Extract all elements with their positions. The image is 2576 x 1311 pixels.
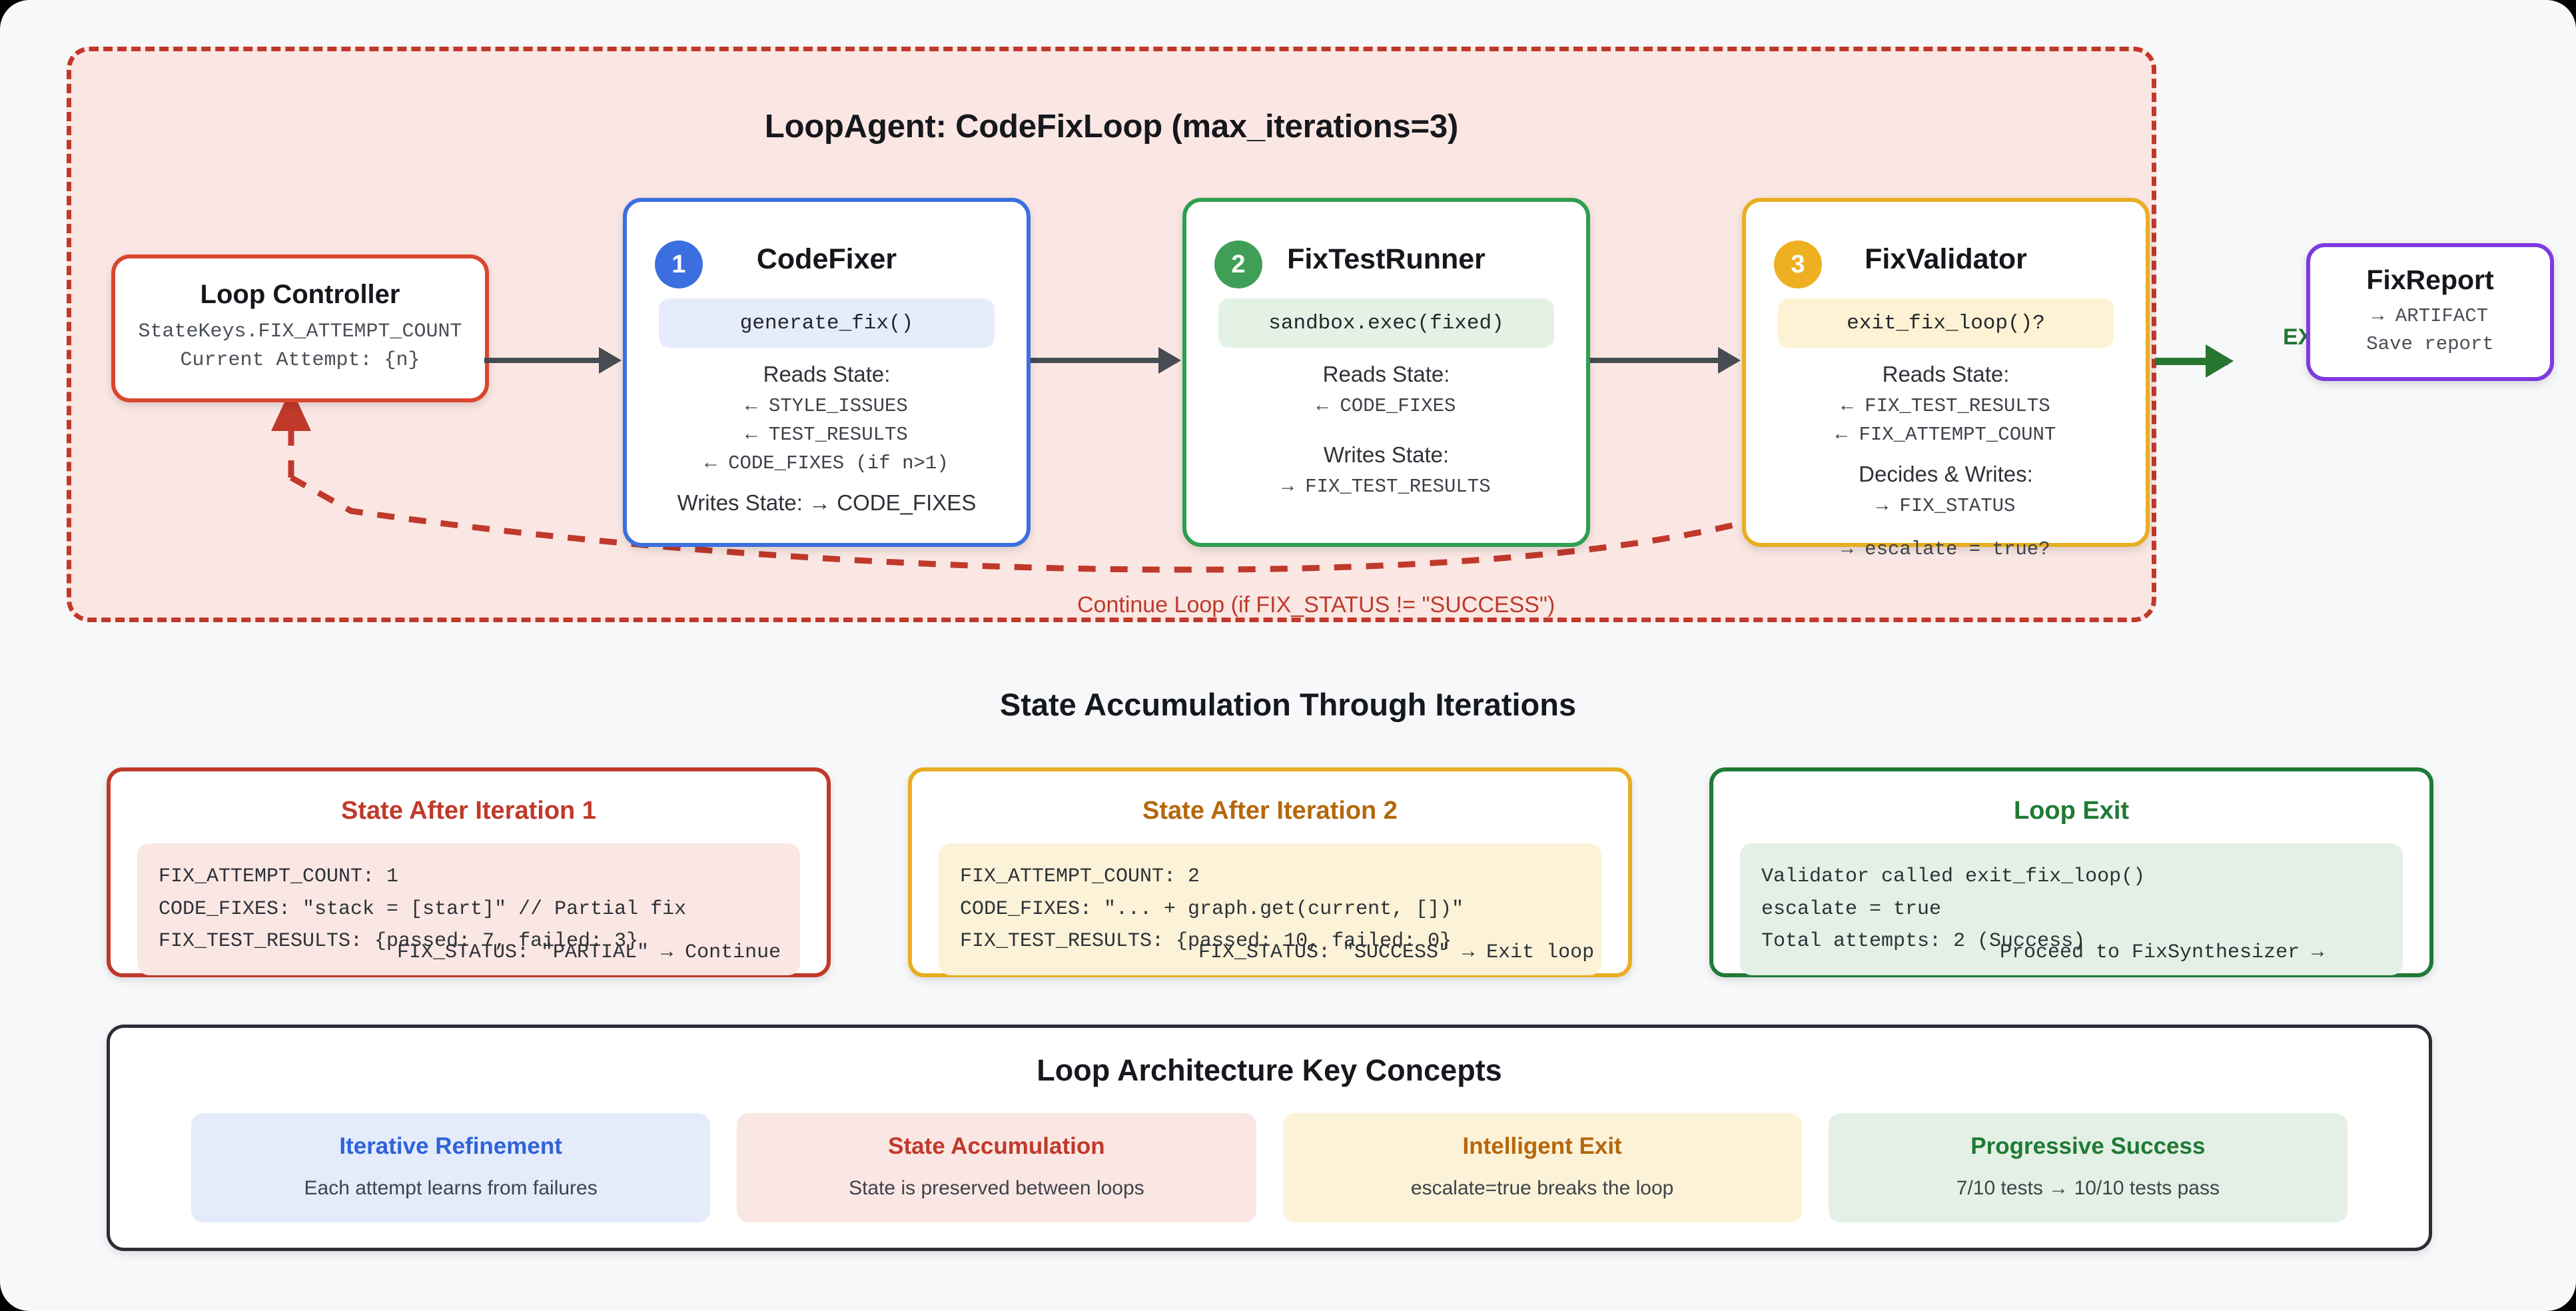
state-card-loop-exit[interactable]: Loop Exit Validator called exit_fix_loop…: [1709, 767, 2433, 977]
agent-card-fixvalidator[interactable]: 3 FixValidator exit_fix_loop()? Reads St…: [1742, 198, 2150, 560]
agent-name: FixTestRunner: [1287, 243, 1486, 275]
state-card-title: Loop Exit: [2013, 797, 2130, 825]
state-card-iteration-2[interactable]: State After Iteration 2 FIX_ATTEMPT_COUN…: [908, 767, 1632, 977]
key-concept-desc: State is preserved between loops: [849, 1177, 1144, 1199]
key-concepts-heading: Loop Architecture Key Concepts: [1037, 1053, 1502, 1087]
key-concept-title: Iterative Refinement: [339, 1133, 562, 1159]
state-card-iteration-1[interactable]: State After Iteration 1 FIX_ATTEMPT_COUN…: [107, 767, 831, 977]
agent-call-chip: generate_fix(): [659, 298, 995, 348]
agent-step-badge: 1: [655, 240, 703, 288]
reads-state-label: Reads State:: [1882, 362, 2010, 386]
reads-state-item: ← TEST_RESULTS: [745, 423, 908, 446]
state-card-body: FIX_ATTEMPT_COUNT: 2 CODE_FIXES: "... + …: [939, 843, 1601, 975]
state-card-footer: Proceed to FixSynthesizer →: [2000, 941, 2324, 964]
state-line: CODE_FIXES: "stack = [start]" // Partial…: [159, 897, 687, 921]
state-card-title: State After Iteration 1: [341, 797, 596, 825]
key-concept-title: Intelligent Exit: [1462, 1133, 1622, 1159]
writes-state-label: Writes State:: [1323, 442, 1450, 467]
reads-state-label: Reads State:: [763, 362, 891, 386]
state-line: Total attempts: 2 (Success): [1761, 930, 2086, 953]
writes-state-item: → FIX_STATUS: [1876, 494, 2016, 517]
continue-loop-label: Continue Loop (if FIX_STATUS != "SUCCESS…: [1077, 592, 1555, 618]
reads-state-item: ← FIX_ATTEMPT_COUNT: [1835, 423, 2056, 446]
key-concept-intelligent-exit[interactable]: Intelligent Exit escalate=true breaks th…: [1282, 1113, 1802, 1222]
writes-state-label: Writes State: → CODE_FIXES: [677, 490, 977, 515]
state-card-title: State After Iteration 2: [1142, 797, 1398, 825]
loop-controller-card[interactable]: Loop Controller StateKeys.FIX_ATTEMPT_CO…: [111, 254, 489, 402]
agent-call-chip: exit_fix_loop()?: [1778, 298, 2114, 348]
key-concept-desc: Each attempt learns from failures: [304, 1177, 598, 1199]
state-card-footer: FIX_STATUS: "PARTIAL" → Continue: [397, 941, 781, 964]
state-line: Validator called exit_fix_loop(): [1761, 865, 2146, 888]
key-concept-title: State Accumulation: [888, 1133, 1105, 1159]
fixreport-save: Save report: [2366, 333, 2494, 356]
loop-title: LoopAgent: CodeFixLoop (max_iterations=3…: [764, 109, 1459, 145]
arrow-controller-to-codefixer: [484, 347, 622, 374]
key-concepts-panel: Loop Architecture Key Concepts Iterative…: [107, 1025, 2432, 1251]
fixreport-title: FixReport: [2366, 264, 2494, 295]
agent-card-fixtestrunner[interactable]: 2 FixTestRunner sandbox.exec(fixed) Read…: [1182, 198, 1590, 547]
state-accumulation-heading: State Accumulation Through Iterations: [999, 687, 1577, 722]
state-line: FIX_ATTEMPT_COUNT: 1: [159, 865, 399, 888]
reads-state-item: ← FIX_TEST_RESULTS: [1841, 395, 2050, 417]
escalate-overflow-text: → escalate = true?: [1841, 538, 2050, 560]
writes-state-label: Decides & Writes:: [1859, 461, 2033, 486]
key-concept-desc: 7/10 tests → 10/10 tests pass: [1956, 1177, 2220, 1199]
arrow-codefixer-to-testrunner: [1025, 347, 1181, 374]
key-concept-state-accumulation[interactable]: State Accumulation State is preserved be…: [737, 1113, 1256, 1222]
reads-state-item: ← CODE_FIXES (if n>1): [705, 452, 949, 474]
fixreport-artifact: → ARTIFACT: [2371, 305, 2489, 327]
key-concept-iterative-refinement[interactable]: Iterative Refinement Each attempt learns…: [191, 1113, 711, 1222]
key-concepts-grid: Iterative Refinement Each attempt learns…: [191, 1113, 2348, 1222]
state-card-body: FIX_ATTEMPT_COUNT: 1 CODE_FIXES: "stack …: [137, 843, 800, 975]
agent-step-badge: 3: [1774, 240, 1822, 288]
loop-controller-title: Loop Controller: [200, 280, 400, 309]
spacer: [1200, 421, 1573, 441]
agent-step-badge: 2: [1214, 240, 1262, 288]
state-line: CODE_FIXES: "... + graph.get(current, []…: [960, 897, 1464, 921]
fixreport-card[interactable]: FixReport → ARTIFACT Save report: [2306, 243, 2554, 381]
state-line: FIX_TEST_RESULTS: {passed: 10, failed: 0…: [960, 930, 1452, 953]
state-card-body: Validator called exit_fix_loop() escalat…: [1740, 843, 2403, 975]
agent-call-chip: sandbox.exec(fixed): [1218, 298, 1554, 348]
loop-controller-statekey: StateKeys.FIX_ATTEMPT_COUNT: [138, 320, 462, 343]
key-concept-title: Progressive Success: [1970, 1133, 2206, 1159]
key-concept-desc: escalate=true breaks the loop: [1410, 1177, 1674, 1199]
loop-controller-attempt: Current Attempt: {n}: [180, 348, 420, 372]
key-concept-progressive-success[interactable]: Progressive Success 7/10 tests → 10/10 t…: [1828, 1113, 2348, 1222]
reads-state-label: Reads State:: [1322, 362, 1450, 386]
reads-state-item: ← CODE_FIXES: [1316, 395, 1456, 417]
arrow-testrunner-to-validator: [1585, 347, 1741, 374]
agent-card-codefixer[interactable]: 1 CodeFixer generate_fix() Reads State: …: [623, 198, 1031, 547]
state-line: FIX_ATTEMPT_COUNT: 2: [960, 865, 1200, 888]
writes-state-item: → FIX_TEST_RESULTS: [1282, 475, 1491, 498]
state-card-footer: FIX_STATUS: "SUCCESS" → Exit loop: [1198, 941, 1595, 964]
loop-agent-container: LoopAgent: CodeFixLoop (max_iterations=3…: [67, 47, 2334, 622]
exit-arrow: [2155, 344, 2234, 378]
reads-state-item: ← STYLE_ISSUES: [745, 395, 908, 417]
agent-name: FixValidator: [1865, 243, 2027, 275]
state-line: escalate = true: [1761, 897, 1942, 921]
agent-name: CodeFixer: [756, 243, 897, 275]
state-line: FIX_TEST_RESULTS: {passed: 7, failed: 3}: [159, 930, 639, 953]
